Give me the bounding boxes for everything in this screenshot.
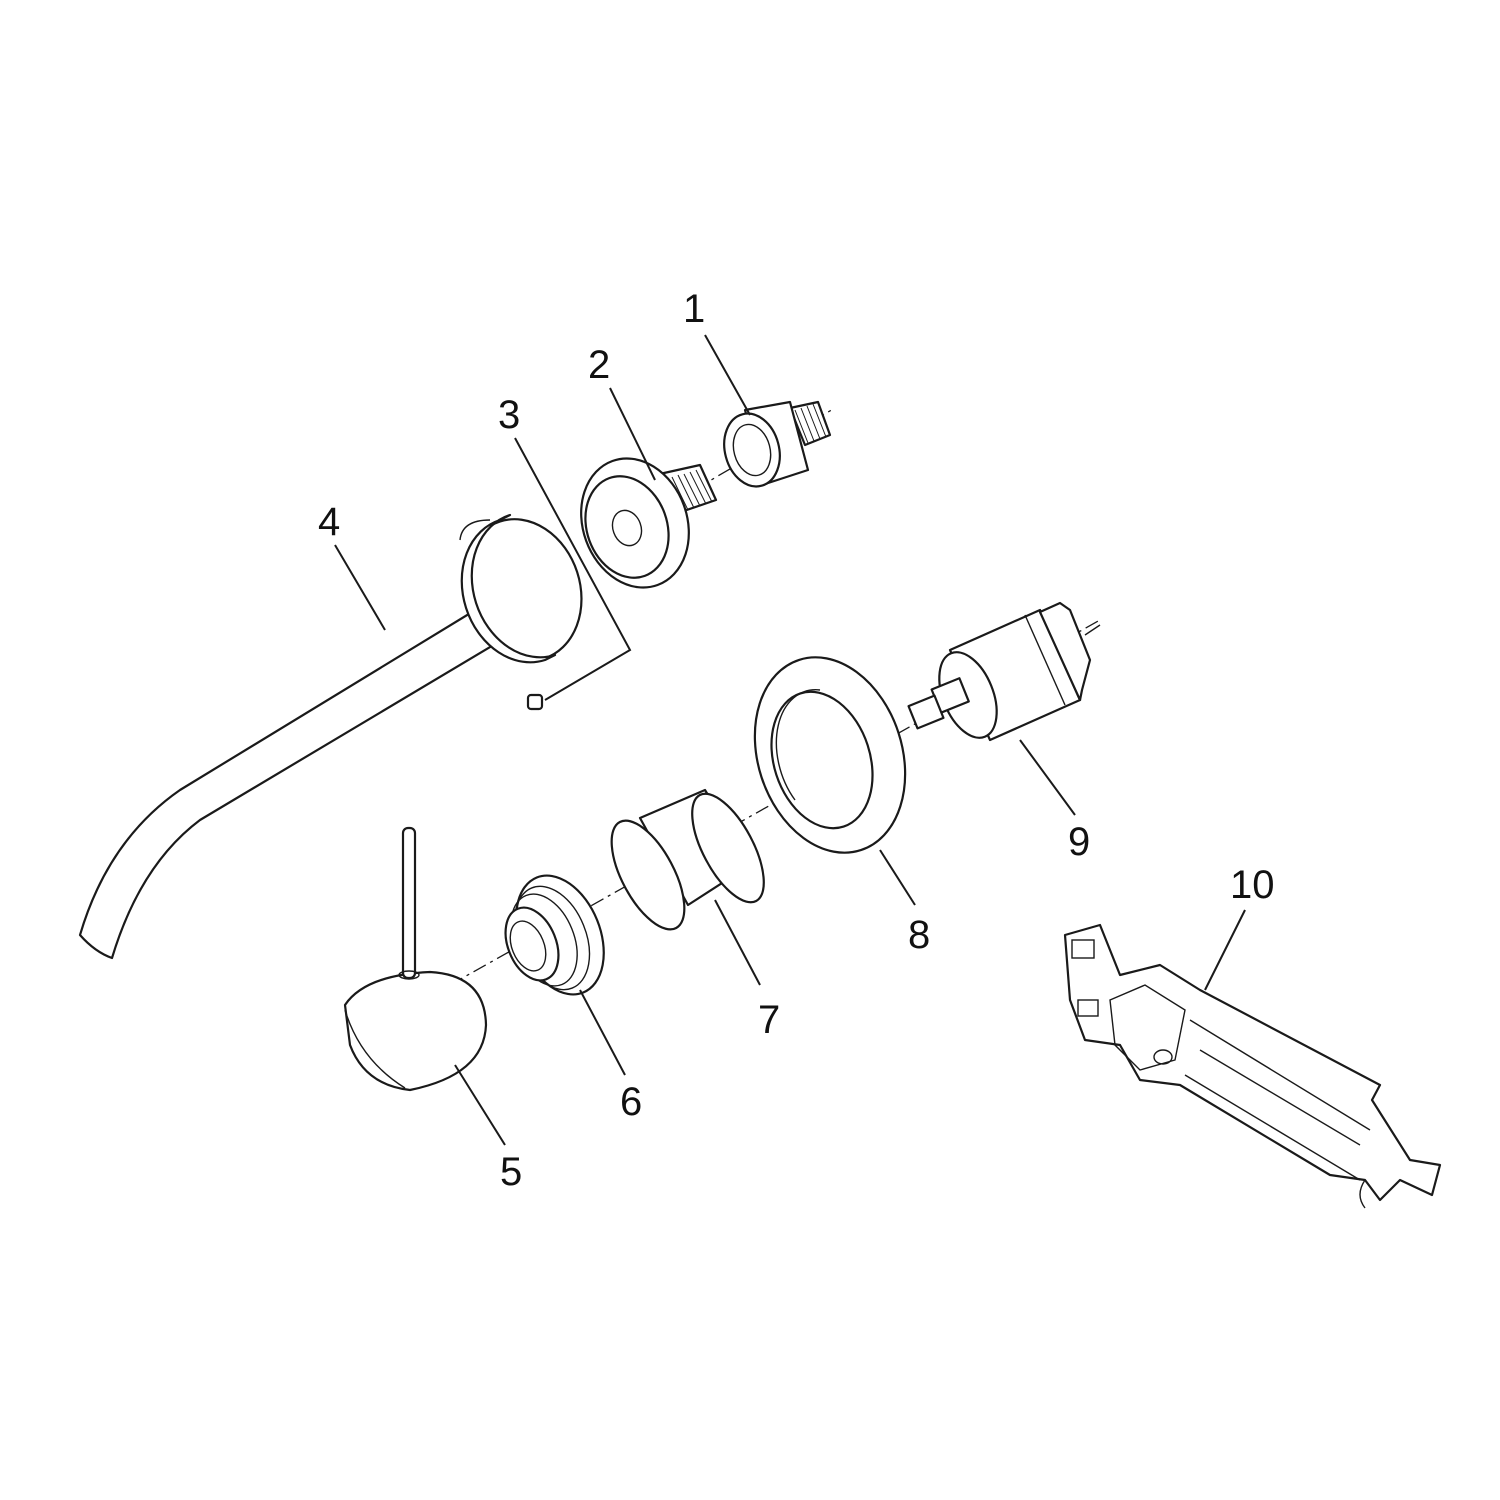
callout-1: 1 (683, 287, 705, 331)
part-9-cartridge (907, 601, 1101, 742)
leader-6 (579, 989, 626, 1076)
leader-3 (514, 437, 632, 701)
leader-9 (1019, 739, 1076, 816)
leader-5 (454, 1064, 506, 1146)
leader-7 (714, 899, 761, 986)
grub-screw (526, 693, 544, 711)
leader-10 (1204, 909, 1246, 991)
callout-3: 3 (498, 393, 520, 437)
callout-9: 9 (1068, 820, 1090, 864)
callout-2: 2 (588, 343, 610, 387)
part-8-trim-ring (753, 656, 907, 854)
leader-2 (609, 387, 656, 481)
part-4-spout (78, 585, 527, 960)
callout-4: 4 (318, 500, 340, 544)
part-5-lever-handle (343, 826, 488, 1092)
leader-4 (334, 544, 386, 631)
callout-6: 6 (620, 1080, 642, 1124)
part-1-threaded-nipple (723, 400, 832, 488)
leader-1 (704, 334, 751, 416)
leader-8 (879, 849, 916, 906)
callout-7: 7 (758, 998, 780, 1042)
part-7-sleeve (610, 788, 765, 931)
callout-8: 8 (908, 913, 930, 957)
callout-10: 10 (1230, 863, 1275, 907)
part-2-threaded-connector (580, 457, 718, 589)
callout-5: 5 (500, 1150, 522, 1194)
part-6-threaded-ring (504, 874, 605, 996)
part-10-spanner-tool (1063, 923, 1442, 1209)
part-3-wall-flange (459, 513, 583, 711)
